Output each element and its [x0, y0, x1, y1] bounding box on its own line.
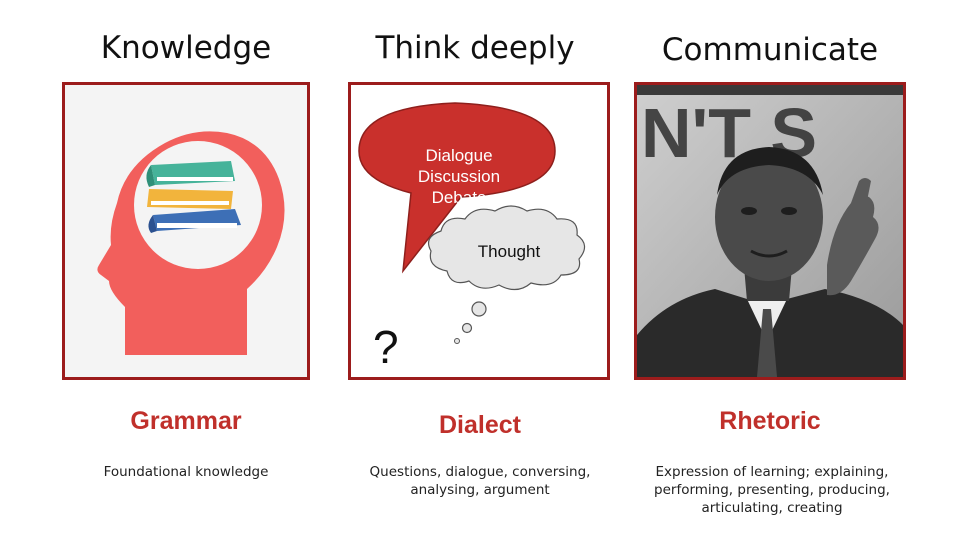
term-rhetoric: Rhetoric: [719, 407, 821, 435]
head-with-books-illustration: [65, 85, 307, 377]
thought-dot-large: [471, 301, 487, 317]
thought-text: Thought: [478, 242, 541, 261]
thought-cloud: [428, 205, 586, 291]
description-dialect: Questions, dialogue, conversing, analysi…: [369, 464, 591, 498]
description-rhetoric: Expression of learning; explaining, perf…: [654, 464, 890, 516]
heading-knowledge: Knowledge: [100, 30, 272, 66]
heading-think-deeply: Think deeply: [375, 30, 575, 66]
think-image-frame: Dialogue Discussion Debate Thought ?: [348, 82, 610, 380]
term-grammar: Grammar: [130, 407, 242, 435]
speech-bubble: [358, 102, 556, 274]
term-dialect: Dialect: [439, 411, 521, 439]
face: [715, 153, 823, 281]
heading-communicate: Communicate: [661, 32, 879, 68]
speech-line-debate: Debate: [432, 188, 487, 207]
question-mark: ?: [373, 321, 399, 373]
raised-hand: [827, 195, 879, 296]
speech-line-discussion: Discussion: [418, 167, 500, 186]
dialogue-thought-illustration: Dialogue Discussion Debate Thought ?: [358, 102, 586, 373]
speaker-photo: N'T S: [637, 85, 903, 377]
description-grammar: Foundational knowledge: [103, 464, 269, 480]
speech-line-dialogue: Dialogue: [425, 146, 492, 165]
communicate-image-frame: N'T S: [634, 82, 906, 380]
thought-dot-small: [454, 338, 460, 344]
hair: [717, 147, 823, 195]
tie: [757, 309, 777, 377]
knowledge-image-frame: [62, 82, 310, 380]
thought-dot-medium: [461, 322, 473, 334]
books-icon: [146, 161, 241, 233]
